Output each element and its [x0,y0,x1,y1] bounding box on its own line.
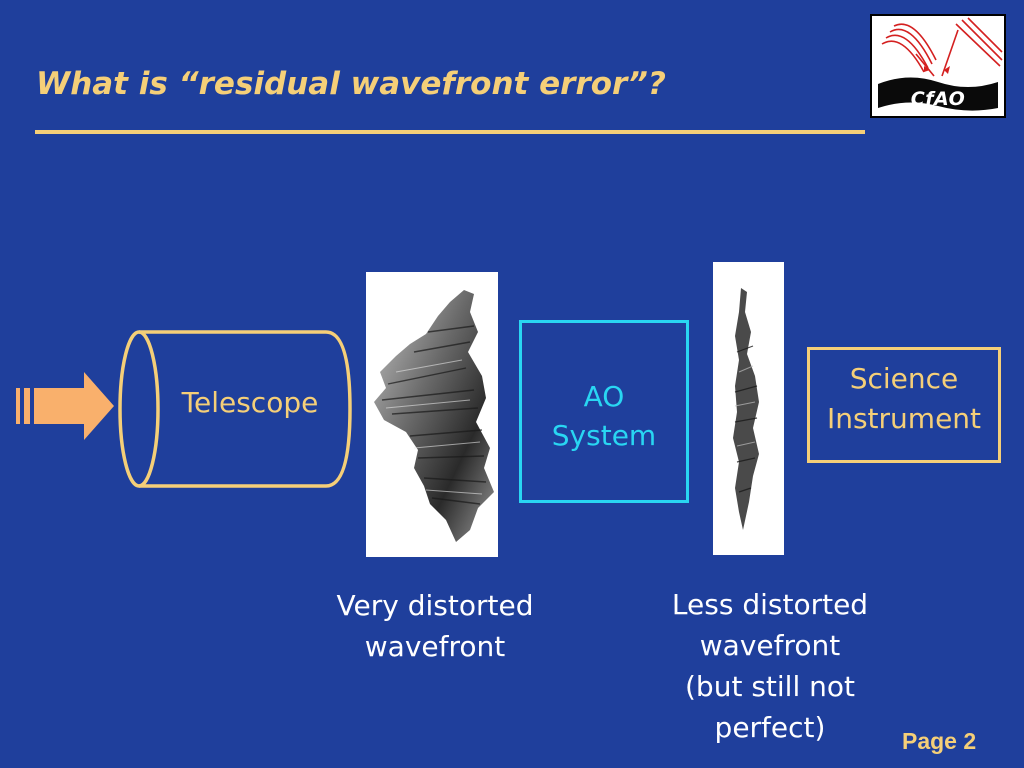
corrected-wavefront-image [713,262,784,555]
arrow-right-icon [16,372,114,440]
distorted-wavefront-caption: Very distorted wavefront [310,585,560,667]
distorted-wavefront-image [366,272,498,557]
telescope-label: Telescope [160,386,340,419]
science-instrument-box: Science Instrument [807,347,1001,463]
page-number: Page 2 [902,728,976,755]
ao-system-label: AO System [522,377,686,455]
science-instrument-label: Science Instrument [810,359,998,439]
corrected-wavefront-caption: Less distorted wavefront (but still not … [640,584,900,748]
ao-system-box: AO System [519,320,689,503]
